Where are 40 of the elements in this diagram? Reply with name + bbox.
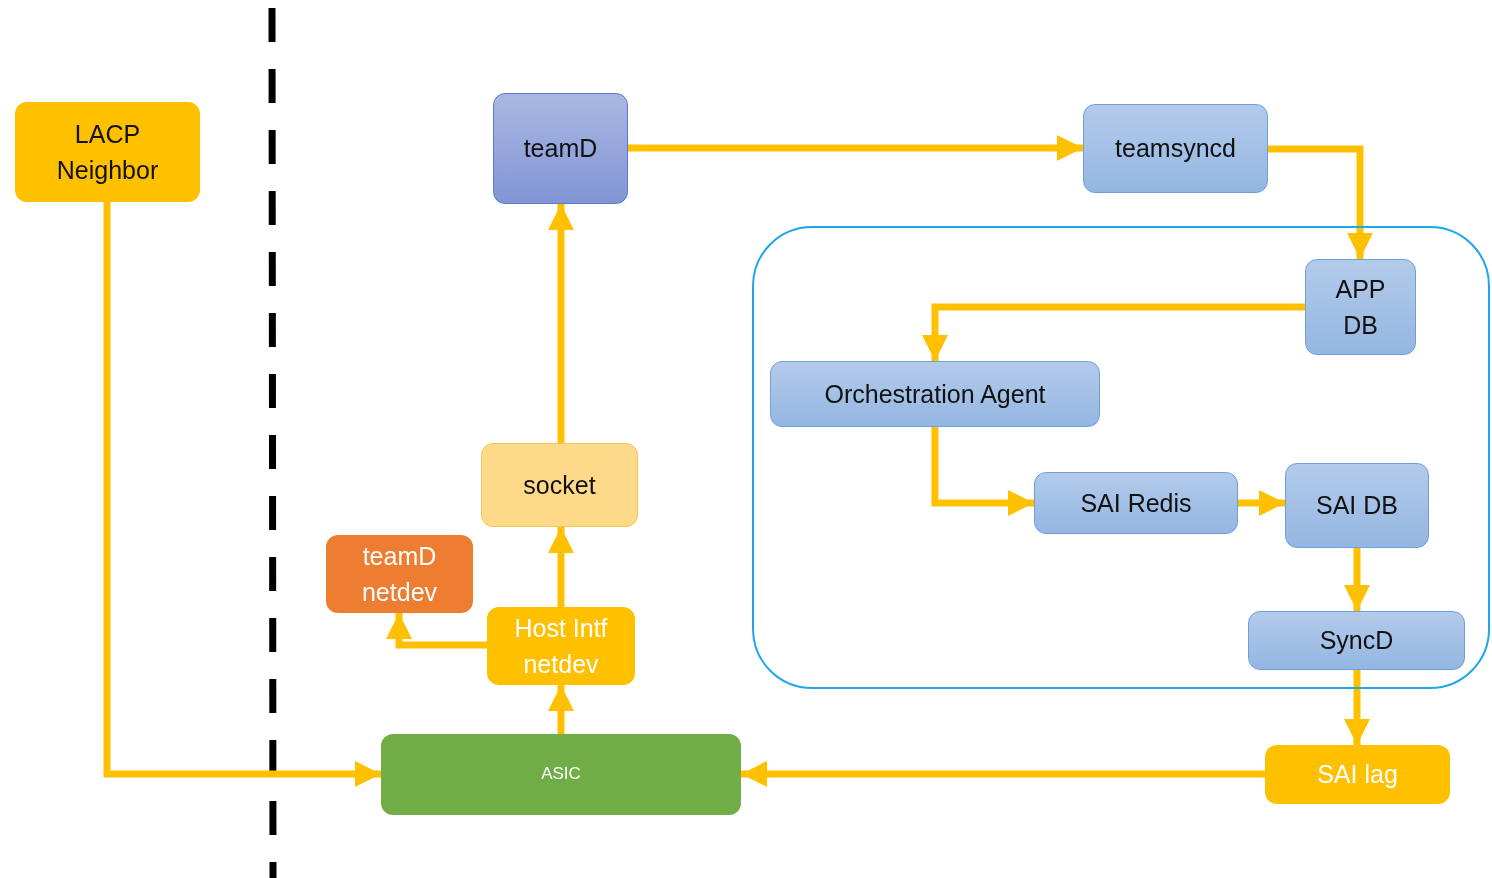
arrow (922, 303, 1305, 361)
arrow (1344, 670, 1370, 745)
arrow (103, 202, 381, 787)
node-label: SAI lag (1316, 759, 1399, 791)
node-label: Orchestration Agent (823, 378, 1047, 410)
process-box (326, 535, 473, 613)
process-box (1034, 472, 1238, 534)
arrow (548, 685, 574, 734)
hardware-box (381, 734, 741, 815)
process-box (487, 607, 635, 685)
arrow (1238, 490, 1285, 516)
node-label: ASIC (540, 763, 582, 786)
arrow (1268, 145, 1373, 259)
database-box (1305, 259, 1416, 355)
arrow (1344, 548, 1370, 611)
database-box (1285, 463, 1429, 548)
node-label: SAI DB (1315, 490, 1399, 522)
arrow (548, 204, 574, 443)
node-label: SyncD (1318, 625, 1395, 657)
node-label: teamsyncd (1114, 133, 1237, 165)
arrow (548, 527, 574, 607)
process-box (15, 102, 200, 202)
node-label: teamD netdev (360, 540, 439, 608)
process-box (1265, 745, 1450, 804)
arrow (931, 427, 1034, 516)
node-label: socket (522, 469, 597, 501)
arrow (628, 135, 1083, 161)
node-label: Host Intf netdev (513, 612, 609, 680)
process-box (1248, 611, 1465, 670)
arrow (741, 761, 1265, 787)
node-label: teamD (522, 133, 599, 165)
process-box (1083, 104, 1268, 193)
process-box (770, 361, 1100, 427)
group-container (752, 226, 1490, 689)
node-label: LACP Neighbor (55, 118, 160, 186)
process-box (493, 93, 628, 204)
node-label: APP DB (1334, 273, 1387, 341)
process-box (481, 443, 638, 527)
node-label: SAI Redis (1079, 487, 1193, 519)
arrow (386, 613, 487, 649)
